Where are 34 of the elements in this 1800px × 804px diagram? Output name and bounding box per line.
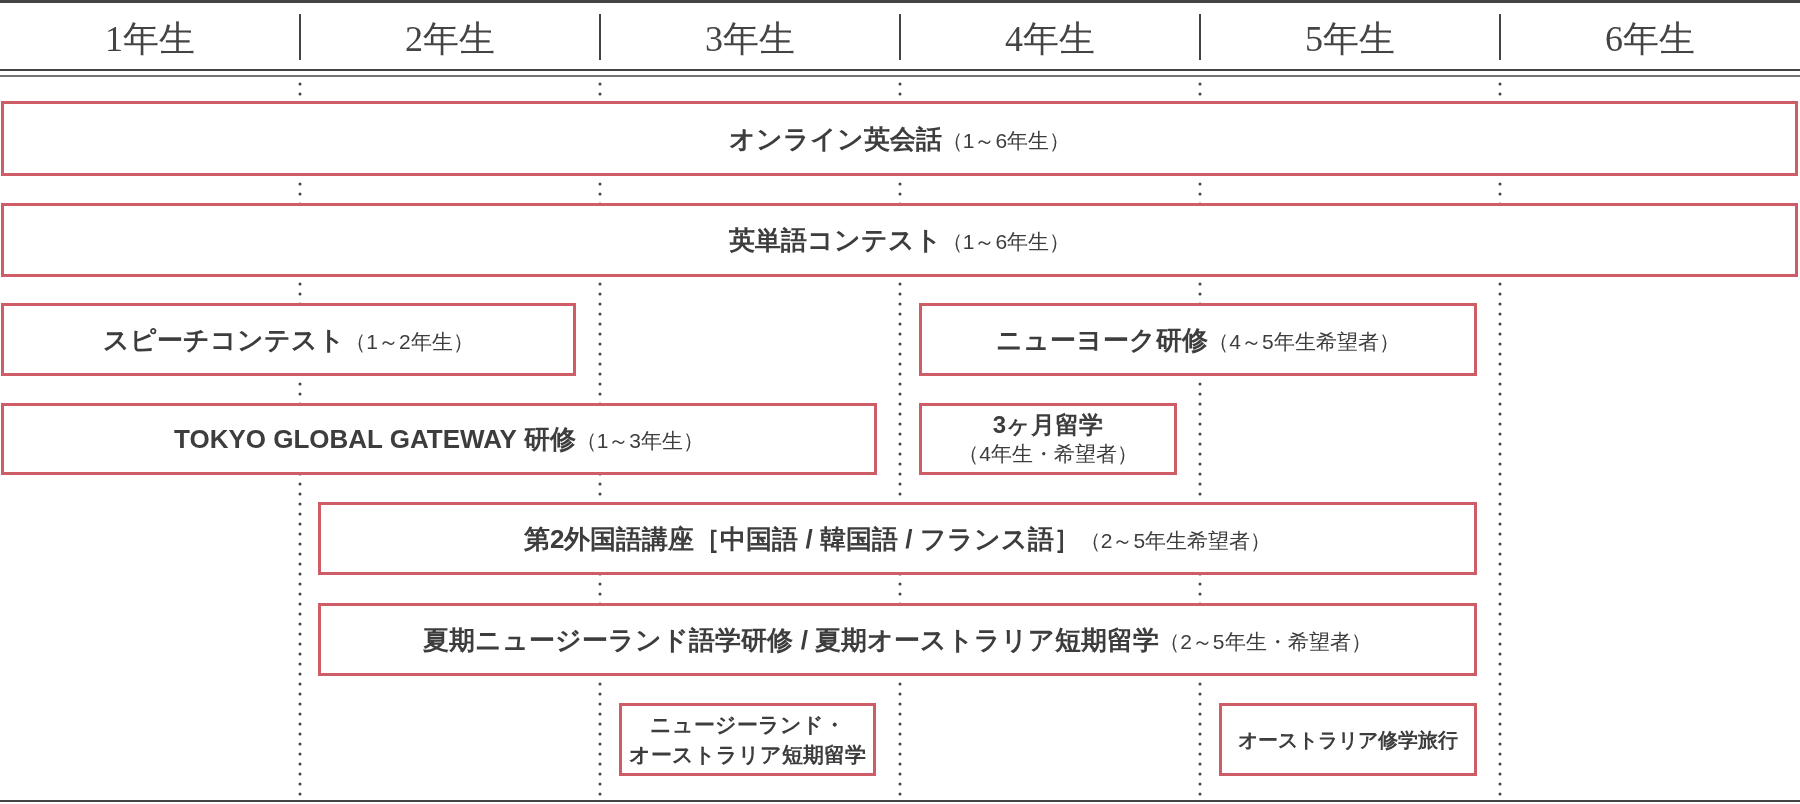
program-box <box>619 703 876 776</box>
grade-range: （2～5年生希望者） <box>1079 527 1272 554</box>
grade-range: （1～6年生） <box>941 128 1071 154</box>
grade-range: （1～6年生） <box>941 229 1071 255</box>
program-title: TOKYO GLOBAL GATEWAY 研修 <box>174 423 576 455</box>
grade-range: （4～5年生希望者） <box>1208 328 1400 355</box>
program-title: 英単語コンテスト <box>728 224 942 256</box>
grade-heading: 1年生 <box>105 18 195 61</box>
program-title: ニュージーランド・オーストラリア短期留学 <box>628 711 867 768</box>
grade-range: （2～5年生・希望者） <box>1159 628 1372 655</box>
program-title: ニューヨーク研修 <box>996 323 1209 356</box>
program-box <box>318 502 1477 575</box>
grade-heading: 2年生 <box>405 18 495 61</box>
program-box <box>919 403 1177 475</box>
program-box <box>1 403 877 475</box>
program-box <box>1 303 576 376</box>
program-title: スピーチコンテスト <box>103 323 346 356</box>
grade-heading: 6年生 <box>1605 18 1695 61</box>
grade-heading: 5年生 <box>1305 18 1395 61</box>
grade-heading: 4年生 <box>1005 18 1095 61</box>
program-box <box>1 203 1798 277</box>
program-box <box>1 101 1798 176</box>
program-title: 3ヶ月留学 <box>992 410 1104 440</box>
grade-range: （1～3年生） <box>575 429 704 452</box>
program-title: オンライン英会話 <box>728 122 942 155</box>
grade-range: （4年生・希望者） <box>958 441 1138 467</box>
program-title: 夏期ニュージーランド語学研修 / 夏期オーストラリア短期留学 <box>423 623 1160 656</box>
program-box <box>919 303 1477 376</box>
program-box <box>1219 703 1477 776</box>
program-title: オーストラリア修学旅行 <box>1238 727 1458 753</box>
grade-heading: 3年生 <box>705 18 795 61</box>
program-title: 第2外国語講座［中国語 / 韓国語 / フランス語］ <box>523 522 1080 555</box>
grade-range: （1～2年生） <box>345 328 474 355</box>
program-box <box>318 603 1477 676</box>
